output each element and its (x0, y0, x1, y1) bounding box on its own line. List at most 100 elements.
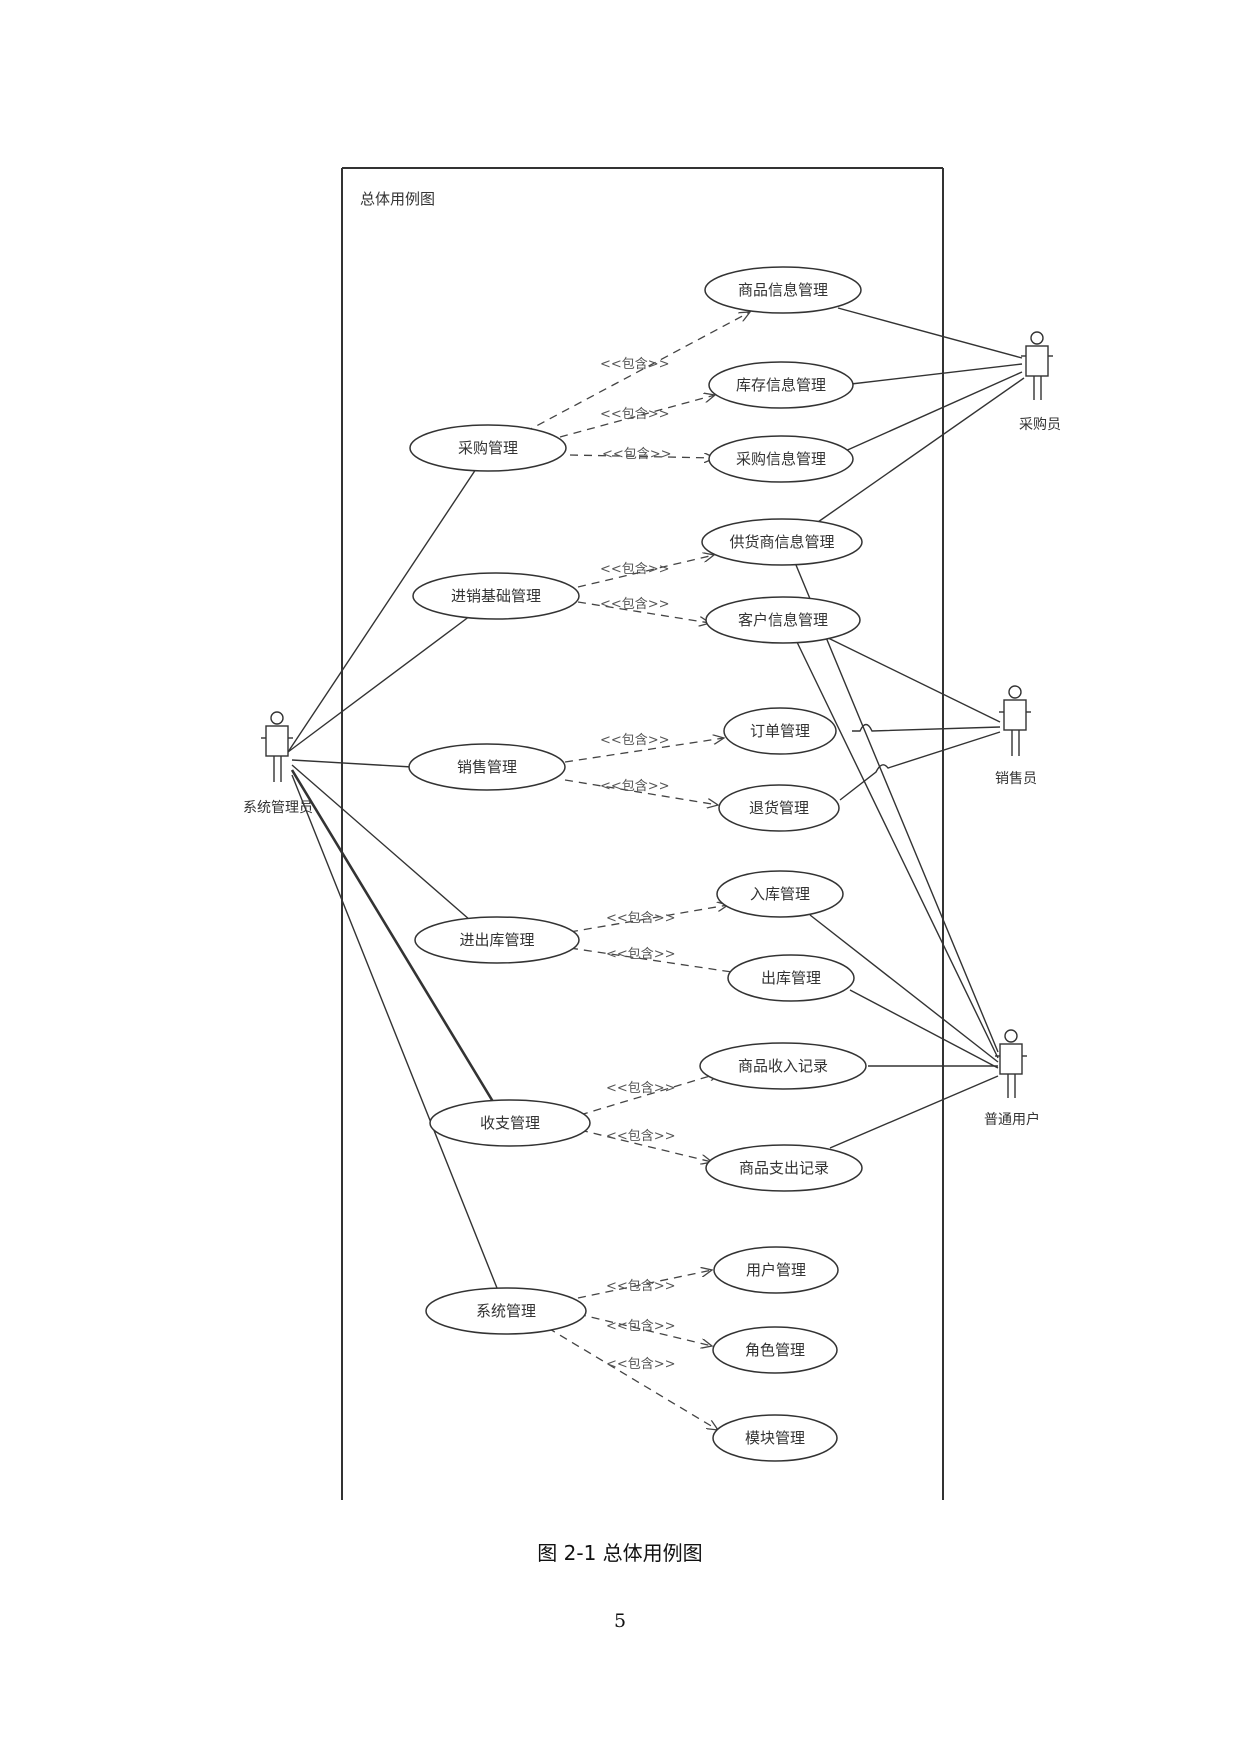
actors: 系统管理员 采购员 销售员 普通用户 (243, 331, 1061, 1128)
use-case-label: 采购管理 (458, 439, 518, 457)
use-case-user-mgmt[interactable]: 用户管理 (713, 1246, 839, 1294)
include-system-user (577, 1270, 712, 1299)
include-stock-out (569, 947, 752, 975)
use-case-customer[interactable]: 客户信息管理 (705, 596, 861, 644)
use-case-label: 系统管理 (476, 1302, 536, 1320)
use-case-stock-in[interactable]: 入库管理 (716, 870, 844, 918)
assoc-admin-finance (290, 769, 497, 1106)
actor-buyer[interactable]: 采购员 (1019, 331, 1061, 433)
use-case-role[interactable]: 角色管理 (712, 1326, 838, 1374)
use-case-returns[interactable]: 退货管理 (718, 784, 840, 832)
include-labels: <<包含>> <<包含>> <<包含>> <<包含>> <<包含>> <<包含>… (600, 356, 676, 1372)
page-number: 5 (613, 1610, 627, 1632)
use-case-income[interactable]: 商品收入记录 (699, 1042, 867, 1090)
use-case-system[interactable]: 系统管理 (425, 1287, 587, 1335)
assoc-user-stock-in (809, 914, 999, 1063)
use-case-module[interactable]: 模块管理 (712, 1414, 838, 1462)
use-case-label: 模块管理 (745, 1429, 805, 1447)
frame-title: 总体用例图 (360, 190, 435, 208)
actor-icon (1004, 1029, 1018, 1043)
assoc-seller-customer (821, 634, 1001, 723)
include-stock-in (569, 905, 728, 933)
actor-admin[interactable]: 系统管理员 (243, 711, 313, 816)
include-system-role (577, 1313, 712, 1346)
include-finance-expense (579, 1129, 712, 1162)
figure-caption: 图 2-1 总体用例图 (537, 1541, 703, 1565)
system-boundary: 总体用例图 (341, 167, 944, 1500)
actor-associations (795, 307, 1025, 1149)
actor-user[interactable]: 普通用户 (984, 1029, 1040, 1128)
use-case-label: 出库管理 (761, 969, 821, 987)
include-purchase-inventory (559, 395, 715, 438)
include-label: <<包含>> (606, 1278, 676, 1294)
use-case-label: 商品收入记录 (738, 1057, 828, 1075)
include-info-supplier (577, 555, 714, 588)
include-label: <<包含>> (602, 446, 672, 462)
assoc-user-supplier (795, 564, 999, 1053)
use-case-inventory[interactable]: 库存信息管理 (708, 361, 854, 409)
include-label: <<包含>> (606, 910, 676, 926)
use-case-label: 采购信息管理 (736, 450, 826, 468)
admin-associations (287, 465, 498, 1289)
use-cases: 采购管理 进销基础管理 销售管理 进出库管理 收支管理 系统管理 商品信息管理 (408, 266, 867, 1462)
actor-seller[interactable]: 销售员 (995, 685, 1037, 787)
include-label: <<包含>> (600, 561, 670, 577)
use-case-label: 收支管理 (480, 1114, 540, 1132)
use-case-label: 退货管理 (749, 799, 809, 817)
include-label: <<包含>> (606, 1080, 676, 1096)
include-finance-income (579, 1073, 720, 1116)
actor-label: 普通用户 (984, 1111, 1040, 1128)
use-case-label: 进销基础管理 (451, 587, 541, 605)
actor-icon (270, 711, 284, 725)
use-case-label: 订单管理 (750, 722, 810, 740)
assoc-admin-stock (291, 764, 471, 921)
assoc-admin-info (287, 615, 471, 753)
include-label: <<包含>> (600, 778, 670, 794)
use-case-stock[interactable]: 进出库管理 (414, 916, 580, 964)
assoc-admin-sales (291, 759, 413, 768)
use-case-stock-out[interactable]: 出库管理 (727, 954, 855, 1002)
use-case-label: 进出库管理 (459, 931, 534, 949)
include-label: <<包含>> (600, 356, 670, 372)
actor-label: 采购员 (1019, 417, 1061, 433)
actor-icon (1030, 331, 1044, 345)
assoc-admin-system (291, 774, 498, 1289)
use-case-order[interactable]: 订单管理 (723, 707, 837, 755)
assoc-buyer-supplier (817, 377, 1025, 523)
actor-icon (1008, 685, 1022, 699)
use-case-label: 供货商信息管理 (729, 533, 834, 551)
use-case-sales[interactable]: 销售管理 (408, 743, 566, 791)
use-case-label: 角色管理 (745, 1341, 805, 1359)
include-label: <<包含>> (606, 1318, 676, 1334)
actor-label: 销售员 (995, 771, 1037, 787)
use-case-label: 用户管理 (746, 1261, 806, 1279)
assoc-user-customer (795, 639, 999, 1059)
use-case-label: 库存信息管理 (736, 376, 826, 394)
assoc-seller-returns (839, 731, 1001, 801)
use-case-finance[interactable]: 收支管理 (429, 1099, 591, 1147)
include-label: <<包含>> (600, 406, 670, 422)
include-purchase-purchase-info (569, 455, 715, 458)
use-case-purchase[interactable]: 采购管理 (409, 424, 567, 472)
include-label: <<包含>> (606, 1356, 676, 1372)
assoc-seller-order (852, 723, 1001, 732)
assoc-user-expense (829, 1075, 999, 1149)
use-case-goods[interactable]: 商品信息管理 (704, 266, 862, 314)
include-label: <<包含>> (606, 946, 676, 962)
include-sales-returns (564, 779, 718, 805)
use-case-label: 商品支出记录 (739, 1159, 829, 1177)
use-case-expense[interactable]: 商品支出记录 (705, 1144, 863, 1192)
include-label: <<包含>> (600, 732, 670, 748)
use-case-label: 入库管理 (750, 885, 810, 903)
include-purchase-goods (524, 312, 750, 433)
assoc-buyer-goods (837, 307, 1023, 359)
include-label: <<包含>> (606, 1128, 676, 1144)
use-case-supplier[interactable]: 供货商信息管理 (701, 518, 863, 566)
include-system-module (547, 1327, 718, 1430)
use-case-info[interactable]: 进销基础管理 (412, 572, 580, 620)
include-label: <<包含>> (600, 596, 670, 612)
use-case-purchase-info[interactable]: 采购信息管理 (708, 435, 854, 483)
include-relations (524, 312, 752, 1430)
use-case-label: 销售管理 (457, 758, 517, 776)
